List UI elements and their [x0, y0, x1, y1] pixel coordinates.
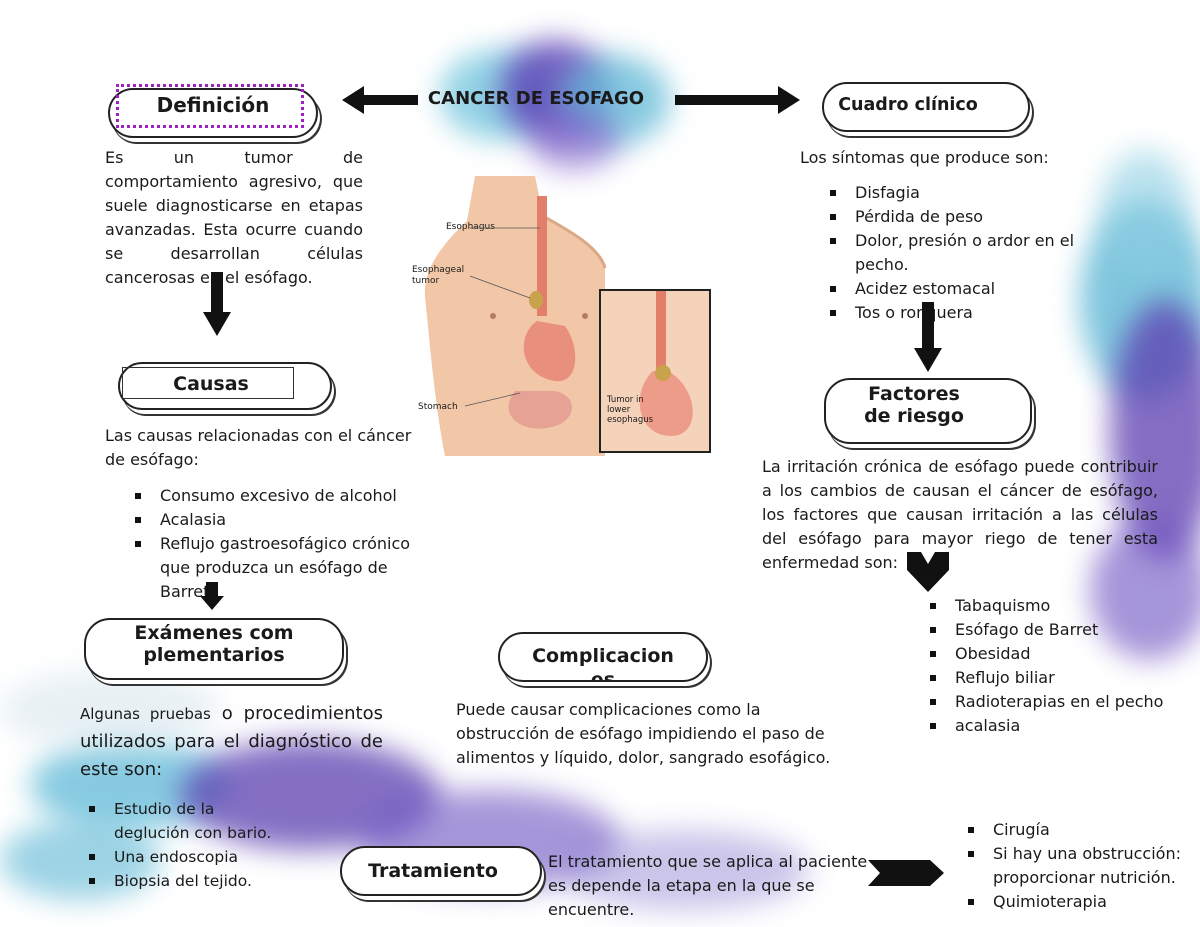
list-item: Disfagia [828, 181, 1128, 205]
label-stomach: Stomach [418, 402, 458, 412]
list-item: Reflujo biliar [928, 666, 1168, 690]
examenes-intro: Algunas pruebas o procedimientos utiliza… [80, 700, 383, 784]
examenes-heading: Exámenes complementarios [134, 622, 294, 666]
arrow-right-icon [868, 860, 944, 886]
inset-image: Tumor in lower esophagus [599, 289, 711, 453]
page-title: CANCER DE ESOFAGO [427, 88, 645, 109]
complicaciones-heading: Complicaciones [532, 645, 674, 682]
list-item: Reflujo gastroesofágico crónico que prod… [133, 532, 433, 604]
cuadro-intro: Los síntomas que produce son: [800, 148, 1049, 167]
examenes-intro-small: Algunas pruebas [80, 705, 211, 723]
list-item: Biopsia del tejido. [87, 869, 277, 893]
causas-list: Consumo excesivo de alcohol Acalasia Ref… [133, 484, 433, 604]
label-esophagus: Esophagus [446, 222, 495, 232]
tratamiento-heading-box: Tratamiento [340, 846, 542, 896]
selection-highlight [116, 84, 304, 128]
factores-list: Tabaquismo Esófago de Barret Obesidad Re… [928, 594, 1168, 738]
complicaciones-text: Puede causar complicaciones como la obst… [456, 700, 831, 767]
tratamiento-list: Cirugía Si hay una obstrucción: proporci… [966, 818, 1186, 914]
arrow-down-icon [203, 272, 231, 336]
arrow-left-icon [342, 86, 418, 114]
causas-heading: Causas [173, 373, 249, 395]
causas-intro: Las causas relacionadas con el cáncer de… [105, 426, 412, 469]
cuadro-list: Disfagia Pérdida de peso Dolor, presión … [828, 181, 1128, 325]
list-item: Consumo excesivo de alcohol [133, 484, 433, 508]
list-item: Esófago de Barret [928, 618, 1168, 642]
list-item: Si hay una obstrucción: proporcionar nut… [966, 842, 1186, 890]
factores-heading: Factores de riesgo [864, 383, 964, 427]
tratamiento-heading: Tratamiento [368, 860, 498, 882]
list-item: acalasia [928, 714, 1168, 738]
cuadro-heading-box: Cuadro clínico [822, 82, 1030, 132]
definicion-heading-box: Definición [108, 84, 318, 138]
tratamiento-text: El tratamiento que se aplica al paciente… [548, 852, 868, 919]
definicion-heading: Definición [156, 93, 270, 117]
torso-image [424, 176, 607, 456]
list-item: Tos o ronquera [828, 301, 1128, 325]
list-item: Obesidad [928, 642, 1168, 666]
list-item: Quimioterapia [966, 890, 1186, 914]
list-item: Una endoscopia [87, 845, 277, 869]
chevron-down-icon [907, 552, 949, 592]
list-item: Pérdida de peso [828, 205, 1128, 229]
examenes-intro-rest: o procedimientos utilizados para el diag… [80, 703, 383, 780]
arrow-down-icon [914, 302, 942, 372]
causas-heading-box: Causas [118, 362, 332, 410]
cuadro-heading: Cuadro clínico [838, 95, 978, 115]
factores-heading-box: Factores de riesgo [824, 378, 1032, 444]
list-item: Radioterapias en el pecho [928, 690, 1168, 714]
list-item: Tabaquismo [928, 594, 1168, 618]
definicion-text: Es un tumor de comportamiento agresivo, … [105, 148, 363, 287]
inset-label: Tumor in lower esophagus [607, 395, 654, 425]
arrow-right-icon [675, 86, 800, 114]
complicaciones-heading-box: Complicaciones [498, 632, 708, 682]
list-item: Dolor, presión o ardor en el pecho. [828, 229, 1128, 277]
factores-intro: La irritación crónica de esófago puede c… [762, 457, 1158, 572]
list-item: Estudio de la deglución con bario. [87, 797, 277, 845]
examenes-list: Estudio de la deglución con bario. Una e… [87, 797, 277, 893]
examenes-heading-box: Exámenes complementarios [84, 618, 344, 680]
list-item: Acidez estomacal [828, 277, 1128, 301]
list-item: Cirugía [966, 818, 1186, 842]
arrow-down-icon [200, 582, 224, 610]
label-esophageal-tumor: Esophageal tumor [412, 265, 465, 286]
list-item: Acalasia [133, 508, 433, 532]
